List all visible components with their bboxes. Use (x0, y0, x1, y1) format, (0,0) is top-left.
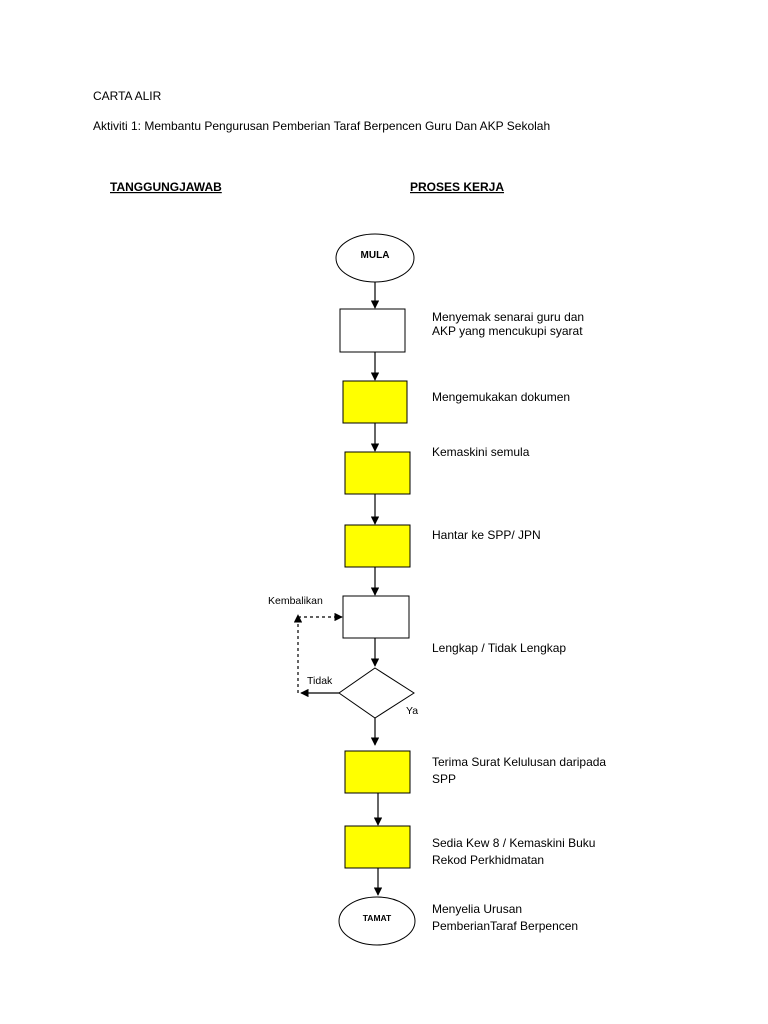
page-heading: CARTA ALIR (93, 89, 162, 103)
step-box-4 (344, 524, 411, 568)
step-box-6 (344, 750, 411, 794)
step-box-2 (342, 380, 408, 424)
end-text-line1: Menyelia Urusan (432, 902, 522, 916)
step-6-text-line2: SPP (432, 772, 456, 786)
step-1-text-line1: Menyemak senarai guru dan (432, 310, 584, 324)
start-label: MULA (361, 250, 390, 261)
column-header-responsibility: TANGGUNGJAWAB (110, 180, 222, 194)
step-5-text: Lengkap / Tidak Lengkap (432, 641, 566, 655)
step-box-1 (339, 308, 406, 353)
step-box-5 (342, 595, 410, 639)
step-7-text-line2: Rekod Perkhidmatan (432, 853, 544, 867)
end-label: TAMAT (363, 913, 392, 923)
step-box-3 (344, 451, 411, 495)
step-4-text: Hantar ke SPP/ JPN (432, 528, 541, 542)
step-2-text: Mengemukakan dokumen (432, 390, 570, 404)
step-1-text-line2: AKP yang mencukupi syarat (432, 324, 583, 338)
decision-no-label: Tidak (307, 675, 333, 687)
activity-title: Aktiviti 1: Membantu Pengurusan Pemberia… (93, 119, 550, 133)
step-3-text: Kemaskini semula (432, 445, 530, 459)
step-box-7 (344, 825, 411, 869)
end-text-line2: PemberianTaraf Berpencen (432, 919, 578, 933)
column-header-process: PROSES KERJA (410, 180, 504, 194)
decision-return-label: Kembalikan (268, 595, 323, 607)
step-6-text-line1: Terima Surat Kelulusan daripada (432, 755, 606, 769)
decision-diamond (338, 667, 415, 719)
step-7-text-line1: Sedia Kew 8 / Kemaskini Buku (432, 836, 595, 850)
end-node (338, 896, 416, 946)
decision-yes-label: Ya (406, 705, 418, 717)
